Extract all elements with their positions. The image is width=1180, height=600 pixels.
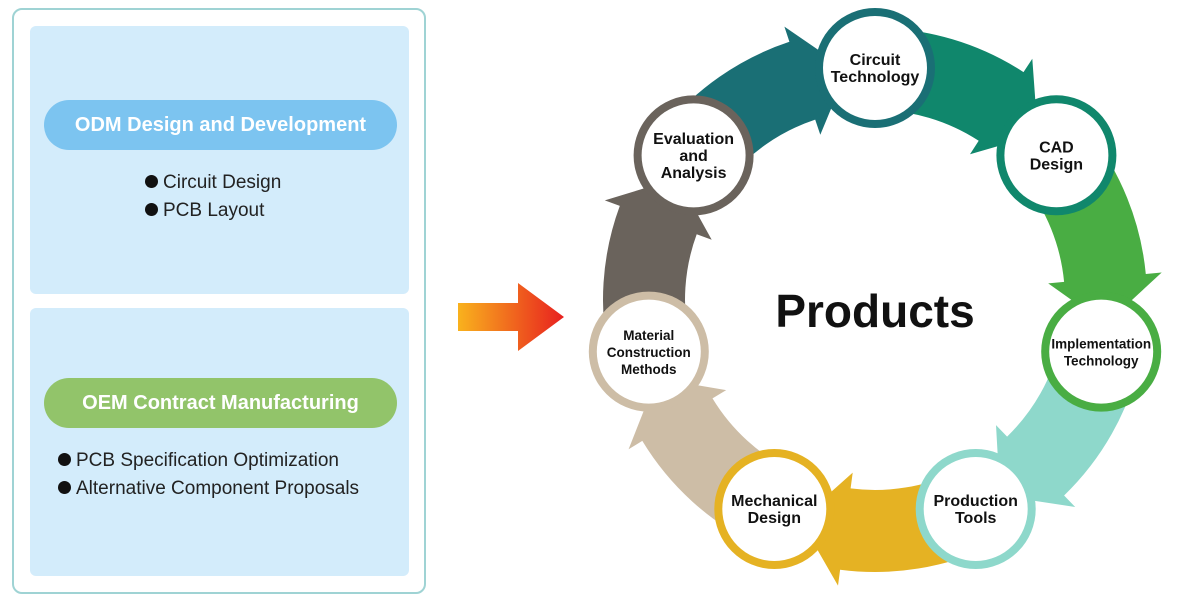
oem-section: OEM Contract Manufacturing PCB Specifica… xyxy=(30,308,409,576)
stage-label: Technology xyxy=(831,69,920,86)
stage-node-center xyxy=(596,299,701,404)
stage-label: Production xyxy=(933,493,1017,510)
stage-label: Circuit xyxy=(850,52,901,69)
bullet-dot-icon xyxy=(145,175,158,188)
oem-title-pill: OEM Contract Manufacturing xyxy=(44,378,397,428)
stage-label: and xyxy=(679,148,707,165)
stage-node-center xyxy=(722,457,827,561)
stage-label: Implementation xyxy=(1051,337,1151,352)
services-panel: ODM Design and Development Circuit Desig… xyxy=(12,8,426,594)
oem-bullet-text: Alternative Component Proposals xyxy=(76,478,360,499)
bullet-dot-icon xyxy=(145,203,158,216)
stage-label: Construction xyxy=(607,345,691,360)
odm-section: ODM Design and Development Circuit Desig… xyxy=(30,26,409,294)
stage-label: Material xyxy=(623,328,674,343)
stage-node-center xyxy=(923,457,1028,561)
stage-label: Analysis xyxy=(661,165,727,182)
stage-label: Mechanical xyxy=(731,493,817,510)
stage-label: CAD xyxy=(1039,139,1074,156)
odm-bullet-item: Circuit Design xyxy=(145,169,281,197)
stage-label: Evaluation xyxy=(653,131,734,148)
odm-bullet-text: PCB Layout xyxy=(163,200,265,221)
stage-label: Tools xyxy=(955,510,997,527)
stage-label: Technology xyxy=(1064,354,1139,369)
stage-label: Methods xyxy=(621,362,677,377)
stage-label: Design xyxy=(1030,156,1083,173)
stage-node-center xyxy=(823,16,927,120)
process-cycle-diagram: CircuitTechnologyCADDesignImplementation… xyxy=(588,8,1162,586)
oem-bullet-item: PCB Specification Optimization xyxy=(58,447,359,475)
bullet-dot-icon xyxy=(58,453,71,466)
odm-bullet-text: Circuit Design xyxy=(163,172,282,193)
odm-bullet-item: PCB Layout xyxy=(145,197,281,225)
odm-title-pill: ODM Design and Development xyxy=(44,100,397,150)
oem-bullet-list: PCB Specification Optimization Alternati… xyxy=(58,447,359,503)
oem-bullet-text: PCB Specification Optimization xyxy=(76,450,339,471)
odm-bullet-list: Circuit Design PCB Layout xyxy=(145,169,281,225)
stage-node-center xyxy=(641,103,746,208)
bullet-dot-icon xyxy=(58,481,71,494)
stage-label: Design xyxy=(748,510,801,527)
stage-node-center xyxy=(1004,103,1109,208)
flow-arrow-icon xyxy=(458,283,564,351)
stage-node-center xyxy=(1049,299,1154,404)
products-center-label: Products xyxy=(775,285,975,337)
oem-bullet-item: Alternative Component Proposals xyxy=(58,475,359,503)
